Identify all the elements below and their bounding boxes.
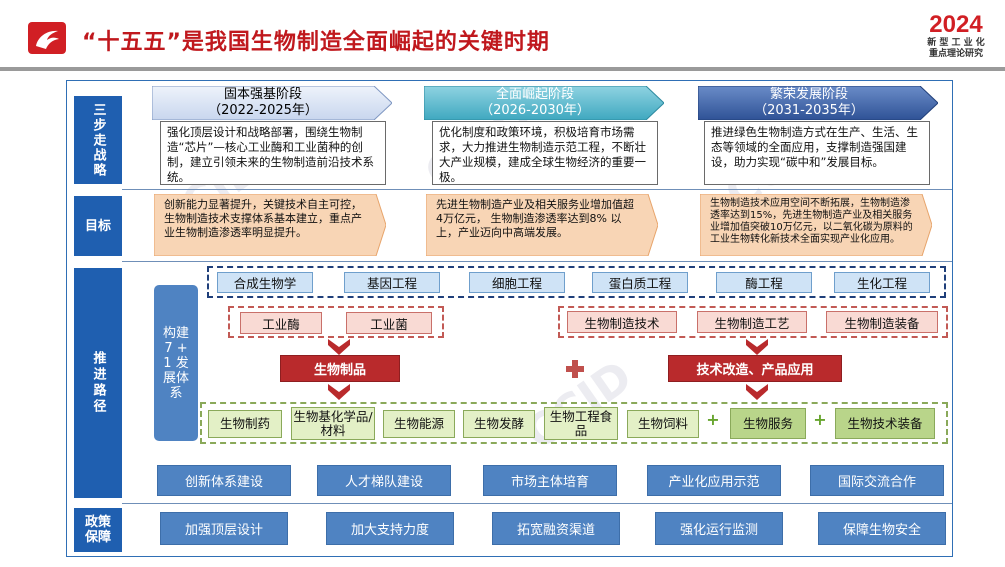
input-tech: 生物制造技术 [567,311,677,333]
phase-name: 全面崛起阶段 [495,87,574,102]
path-button[interactable]: 市场主体培育 [483,465,617,496]
goal-text-3: 生物制造技术应用空间不断拓展，生物制造渗透率达到15%，先进生物制造产业及相关服… [710,198,913,245]
flame-logo-icon [28,22,66,54]
goal-shape-2 [426,194,658,256]
output-item: 生物发酵 [463,410,535,438]
path-button[interactable]: 产业化应用示范 [647,465,781,496]
row-label-strategy: 三步走战略 [74,96,122,184]
row-separator [122,261,952,262]
left-inputs-group [228,306,444,338]
row-separator [122,503,952,504]
science-item: 生化工程 [834,272,930,293]
input-process: 生物制造工艺 [697,311,807,333]
phase-desc-3: 推进绿色生物制造方式在生产、生活、生态等领域的全面应用，支撑制造强国建设，助力实… [704,121,930,185]
goal-shape-1 [154,194,386,256]
path-button[interactable]: 人才梯队建设 [317,465,451,496]
policy-button[interactable]: 加大支持力度 [326,512,454,545]
input-industrial-strain: 工业菌 [346,312,432,334]
policy-button[interactable]: 加强顶层设计 [160,512,288,545]
row-label-policy-text: 政策保障 [84,515,111,545]
goal-text-1: 创新能力显著提升，关键技术自主可控，生物制造技术支撑体系基本建立，重点产业生物制… [164,198,362,239]
output-item: 生物工程食品 [544,407,618,440]
output-item: 生物制药 [208,410,282,438]
plus-sign: + [813,410,827,429]
policy-button[interactable]: 强化运行监测 [655,512,783,545]
phase-header-2: 全面崛起阶段 （2026-2030年） [424,86,646,120]
row-label-goals: 目标 [74,196,122,256]
output-item: 生物技术装备 [835,408,935,439]
goal-text-2: 先进生物制造产业及相关服务业增加值超4万亿元， 生物制造渗透率达到8% 以上，产… [436,198,634,239]
brand-badge: 2024 新 型 工 业 化 重点理论研究 [920,12,992,62]
brand-year: 2024 [929,11,983,38]
phase-arrow-2 [424,86,664,120]
policy-button[interactable]: 拓宽融资渠道 [492,512,620,545]
chevron-down-icon [746,339,768,355]
science-item: 合成生物学 [217,272,313,293]
science-item: 蛋白质工程 [592,272,688,293]
phase-arrow-3 [698,86,938,120]
policy-button[interactable]: 保障生物安全 [818,512,946,545]
row-label-policy: 政策保障 [74,508,122,552]
phase-desc-1: 强化顶层设计和战略部署，围绕生物制造“芯片”—核心工业酶和工业菌种的创制，建立引… [160,121,386,185]
upgrade-bar: 技术改造、产品应用 [668,355,842,382]
header-divider [0,67,1005,71]
header-logo [28,22,66,54]
output-item: 生物饲料 [627,410,699,438]
science-item: 细胞工程 [469,272,565,293]
plus-sign: + [706,410,720,429]
row-label-strategy-text: 三步走战略 [90,102,106,178]
phase-header-1: 固本强基阶段 （2022-2025年） [152,86,374,120]
input-industrial-enzyme: 工业酶 [240,312,322,334]
phase-name: 固本强基阶段 [223,87,302,102]
phase-years: （2026-2030年） [480,103,590,118]
output-item: 生物能源 [383,410,455,438]
row-label-goals-text: 目标 [84,218,111,234]
brand-line-1: 新 型 工 业 化 [927,38,985,48]
phase-name: 繁荣发展阶段 [769,87,848,102]
row-separator [122,189,952,190]
system-label: 构建 7 + 1 发展体系 [154,285,198,441]
phase-header-3: 繁荣发展阶段 （2031-2035年） [698,86,920,120]
products-bar: 生物制品 [280,355,400,382]
diagram-frame [66,80,953,557]
page-title: “十五五”是我国生物制造全面崛起的关键时期 [82,30,550,55]
phase-years: （2022-2025年） [208,103,318,118]
science-item: 酶工程 [716,272,812,293]
row-label-paths-text: 推进路径 [90,351,106,415]
outputs-group [200,402,948,444]
brand-line-2: 重点理论研究 [928,49,983,59]
phase-arrow-1 [152,86,392,120]
input-equipment: 生物制造装备 [826,311,938,333]
output-item: 生物基化学品/材料 [291,407,375,440]
chevron-down-icon [746,384,768,400]
path-button[interactable]: 创新体系建设 [157,465,291,496]
system-label-text: 构建 7 + 1 发展体系 [162,325,189,401]
goal-shape-3 [700,194,932,256]
right-inputs-group [558,306,948,338]
output-item: 生物服务 [730,408,806,439]
row-label-paths: 推进路径 [74,268,122,498]
chevron-down-icon [328,339,350,355]
science-item: 基因工程 [344,272,440,293]
plus-icon [564,358,586,380]
path-button[interactable]: 国际交流合作 [810,465,944,496]
phase-desc-2: 优化制度和政策环境，积极培育市场需求，大力推进生物制造示范工程，不断壮大产业规模… [432,121,658,185]
phase-years: （2031-2035年） [754,103,864,118]
chevron-down-icon [328,384,350,400]
sciences-group [207,266,946,298]
